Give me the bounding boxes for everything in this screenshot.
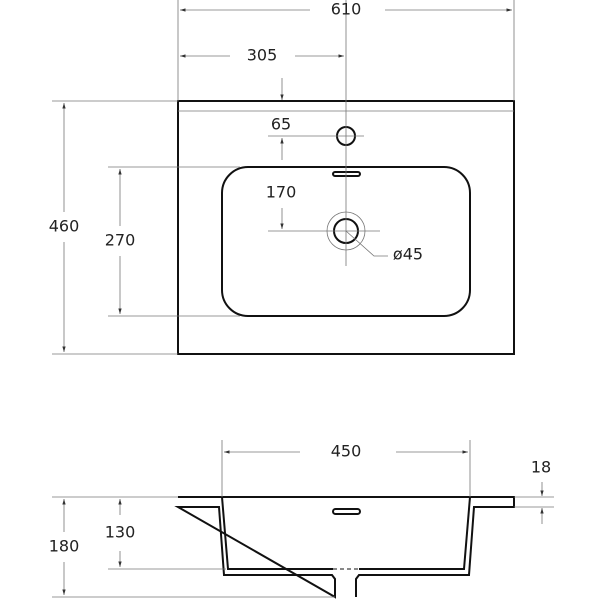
overflow-slot-side xyxy=(332,508,361,515)
dim-18: 18 xyxy=(531,458,551,477)
dim-65: 65 xyxy=(271,115,291,134)
dim-270: 270 xyxy=(105,231,136,250)
dim-610: 610 xyxy=(331,0,362,19)
dim-450: 450 xyxy=(331,442,362,461)
sink-profile-outer xyxy=(174,496,515,599)
dim-diameter-45: ø45 xyxy=(393,245,423,264)
overflow-slot xyxy=(332,171,361,177)
top-view: 610 305 460 270 65 170 ø45 xyxy=(49,0,515,355)
sink-profile-inner-right xyxy=(359,496,471,570)
side-view: 450 18 180 130 xyxy=(49,440,554,599)
dim-460: 460 xyxy=(49,217,80,236)
sink-profile-inner-left xyxy=(221,496,333,570)
dim-305: 305 xyxy=(247,46,278,65)
dim-180: 180 xyxy=(49,537,80,556)
dim-170: 170 xyxy=(266,183,297,202)
dim-130: 130 xyxy=(105,523,136,542)
